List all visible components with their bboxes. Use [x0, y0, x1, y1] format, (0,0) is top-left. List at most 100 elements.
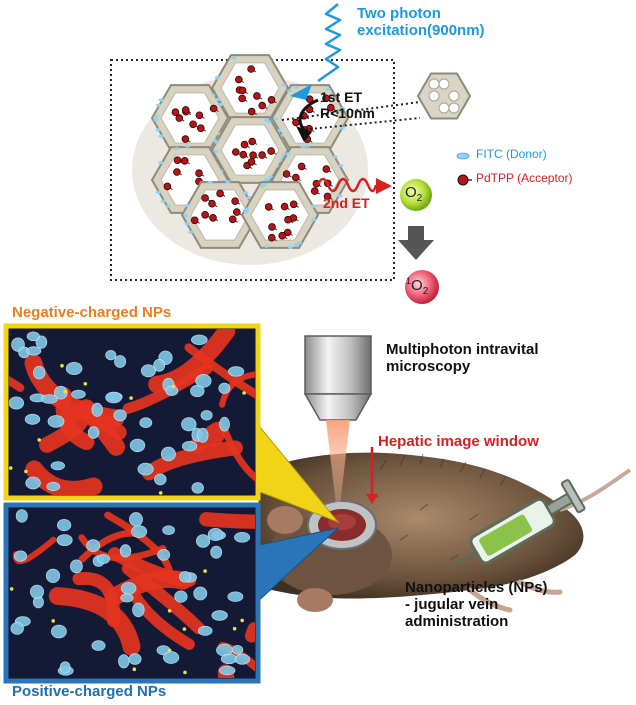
first-et-arrow-head-icon [296, 126, 312, 142]
positive-charged-title: Positive-charged NPs [12, 683, 167, 700]
first-et-label: 1st ET R<10nm [320, 89, 375, 121]
pdtpp-acceptor-icon [238, 86, 247, 95]
sinusoid-vessel [244, 622, 255, 643]
pdtpp-acceptor-icon [264, 203, 273, 211]
mouse-ear-icon [267, 506, 303, 534]
oxygen-ground-state-icon [400, 179, 432, 211]
cell-nucleus [26, 346, 42, 356]
pdtpp-acceptor-icon [171, 108, 180, 116]
cell-nucleus [218, 382, 231, 394]
pdtpp-acceptor-icon [291, 173, 300, 182]
fitc-donor-icon [340, 107, 346, 111]
cell-nucleus [132, 602, 145, 618]
bottom-panel [3, 323, 632, 684]
cell-nucleus [56, 534, 73, 546]
excitation-label-line-2: excitation(900nm) [357, 21, 485, 39]
pdtpp-acceptor-icon [310, 187, 319, 195]
pdtpp-acceptor-icon [322, 94, 330, 103]
fitc-donor-icon [184, 144, 190, 148]
excitation-label: Two photon excitation(900nm) [357, 5, 485, 40]
pdtpp-acceptor-icon [267, 147, 275, 155]
cell-nucleus [191, 334, 208, 346]
cell-nucleus [25, 476, 41, 490]
sinusoid-vessel [77, 399, 125, 456]
nanoparticle-signal [63, 389, 68, 394]
cell-nucleus [234, 653, 251, 665]
cell-nucleus [87, 426, 100, 439]
sinusoid-vessel [104, 570, 192, 607]
fitc-donor-icon [285, 152, 291, 156]
fitc-donor-icon [183, 213, 189, 218]
excitation-label-line-1: Two photon [357, 5, 441, 22]
negative-micrograph [9, 329, 255, 495]
silica-hexagon [240, 181, 320, 249]
pdtpp-acceptor-icon [247, 158, 256, 166]
syringe-icon [449, 479, 586, 569]
cell-nucleus [129, 512, 143, 527]
cell-nucleus [219, 416, 230, 432]
cell-nucleus [15, 509, 28, 523]
nanoparticle-signal [203, 569, 207, 573]
pdtpp-acceptor-icon [232, 148, 240, 156]
pdtpp-acceptor-icon [189, 120, 197, 129]
pdtpp-acceptor-icon [201, 211, 209, 219]
cell-nucleus [207, 528, 224, 542]
cell-nucleus [46, 481, 61, 492]
cell-nucleus [181, 417, 197, 432]
cell-nucleus [162, 525, 175, 535]
silica-hexagon [150, 84, 230, 154]
cell-nucleus [114, 355, 127, 368]
fitc-donor-icon [266, 120, 272, 124]
cell-nucleus [33, 365, 46, 380]
cell-nucleus [211, 610, 228, 621]
pdtpp-acceptor-icon [195, 111, 204, 120]
pdtpp-acceptor-icon [247, 65, 255, 73]
laser-beam-icon [326, 420, 350, 505]
cell-nucleus [178, 571, 191, 583]
singlet-oxygen-icon [405, 270, 439, 304]
sinusoid-vessel [141, 440, 243, 481]
nanoparticle-signal [132, 667, 137, 671]
oxygen-ground-symbol: O [405, 184, 417, 201]
nanoparticle-signal [167, 648, 172, 653]
cell-nucleus [13, 550, 28, 562]
fitc-donor-icon [214, 76, 221, 80]
fitc-donor-icon [338, 164, 344, 168]
pdtpp-acceptor-icon [267, 96, 276, 104]
cell-nucleus [193, 586, 208, 601]
fitc-donor-icon [259, 184, 265, 188]
sinusoid-vessel [220, 425, 255, 482]
fitc-donor-icon [155, 190, 161, 194]
pdtpp-acceptor-icon [249, 151, 257, 160]
nanoparticle-signal [129, 396, 133, 400]
silica-hexagon [210, 116, 290, 184]
sinusoid-vessel [104, 511, 174, 578]
cell-nucleus [231, 644, 244, 655]
cell-nucleus [197, 427, 209, 443]
fitc-donor-icon [305, 144, 311, 148]
pdtpp-acceptor-icon [235, 75, 243, 84]
second-et-label: 2nd ET [323, 195, 370, 211]
excitation-wave-icon [317, 3, 342, 83]
mouse-paw-icon [467, 579, 563, 613]
sinusoid-vessel [199, 512, 255, 529]
cell-nucleus [120, 582, 137, 595]
cell-nucleus [129, 438, 146, 453]
cell-nucleus [113, 409, 127, 422]
singlet-oxygen-subscript: 2 [422, 286, 429, 297]
legend-donor-label: FITC (Donor) [476, 147, 547, 161]
sinusoid-vessel [55, 386, 95, 451]
pdtpp-acceptor-icon [201, 194, 209, 202]
fitc-donor-icon [174, 147, 180, 151]
microscopy-label-line-2: microscopy [386, 357, 471, 375]
fitc-donor-icon [294, 243, 300, 247]
cell-nucleus [91, 640, 106, 651]
fitc-donor-icon [231, 56, 237, 60]
fitc-donor-icon [268, 175, 274, 179]
fitc-donor-icon [207, 180, 213, 185]
pdtpp-acceptor-icon [233, 208, 241, 216]
cell-nucleus [24, 413, 41, 425]
mouse-ear-icon-2 [297, 588, 333, 612]
pdtpp-acceptor-icon [181, 106, 190, 114]
